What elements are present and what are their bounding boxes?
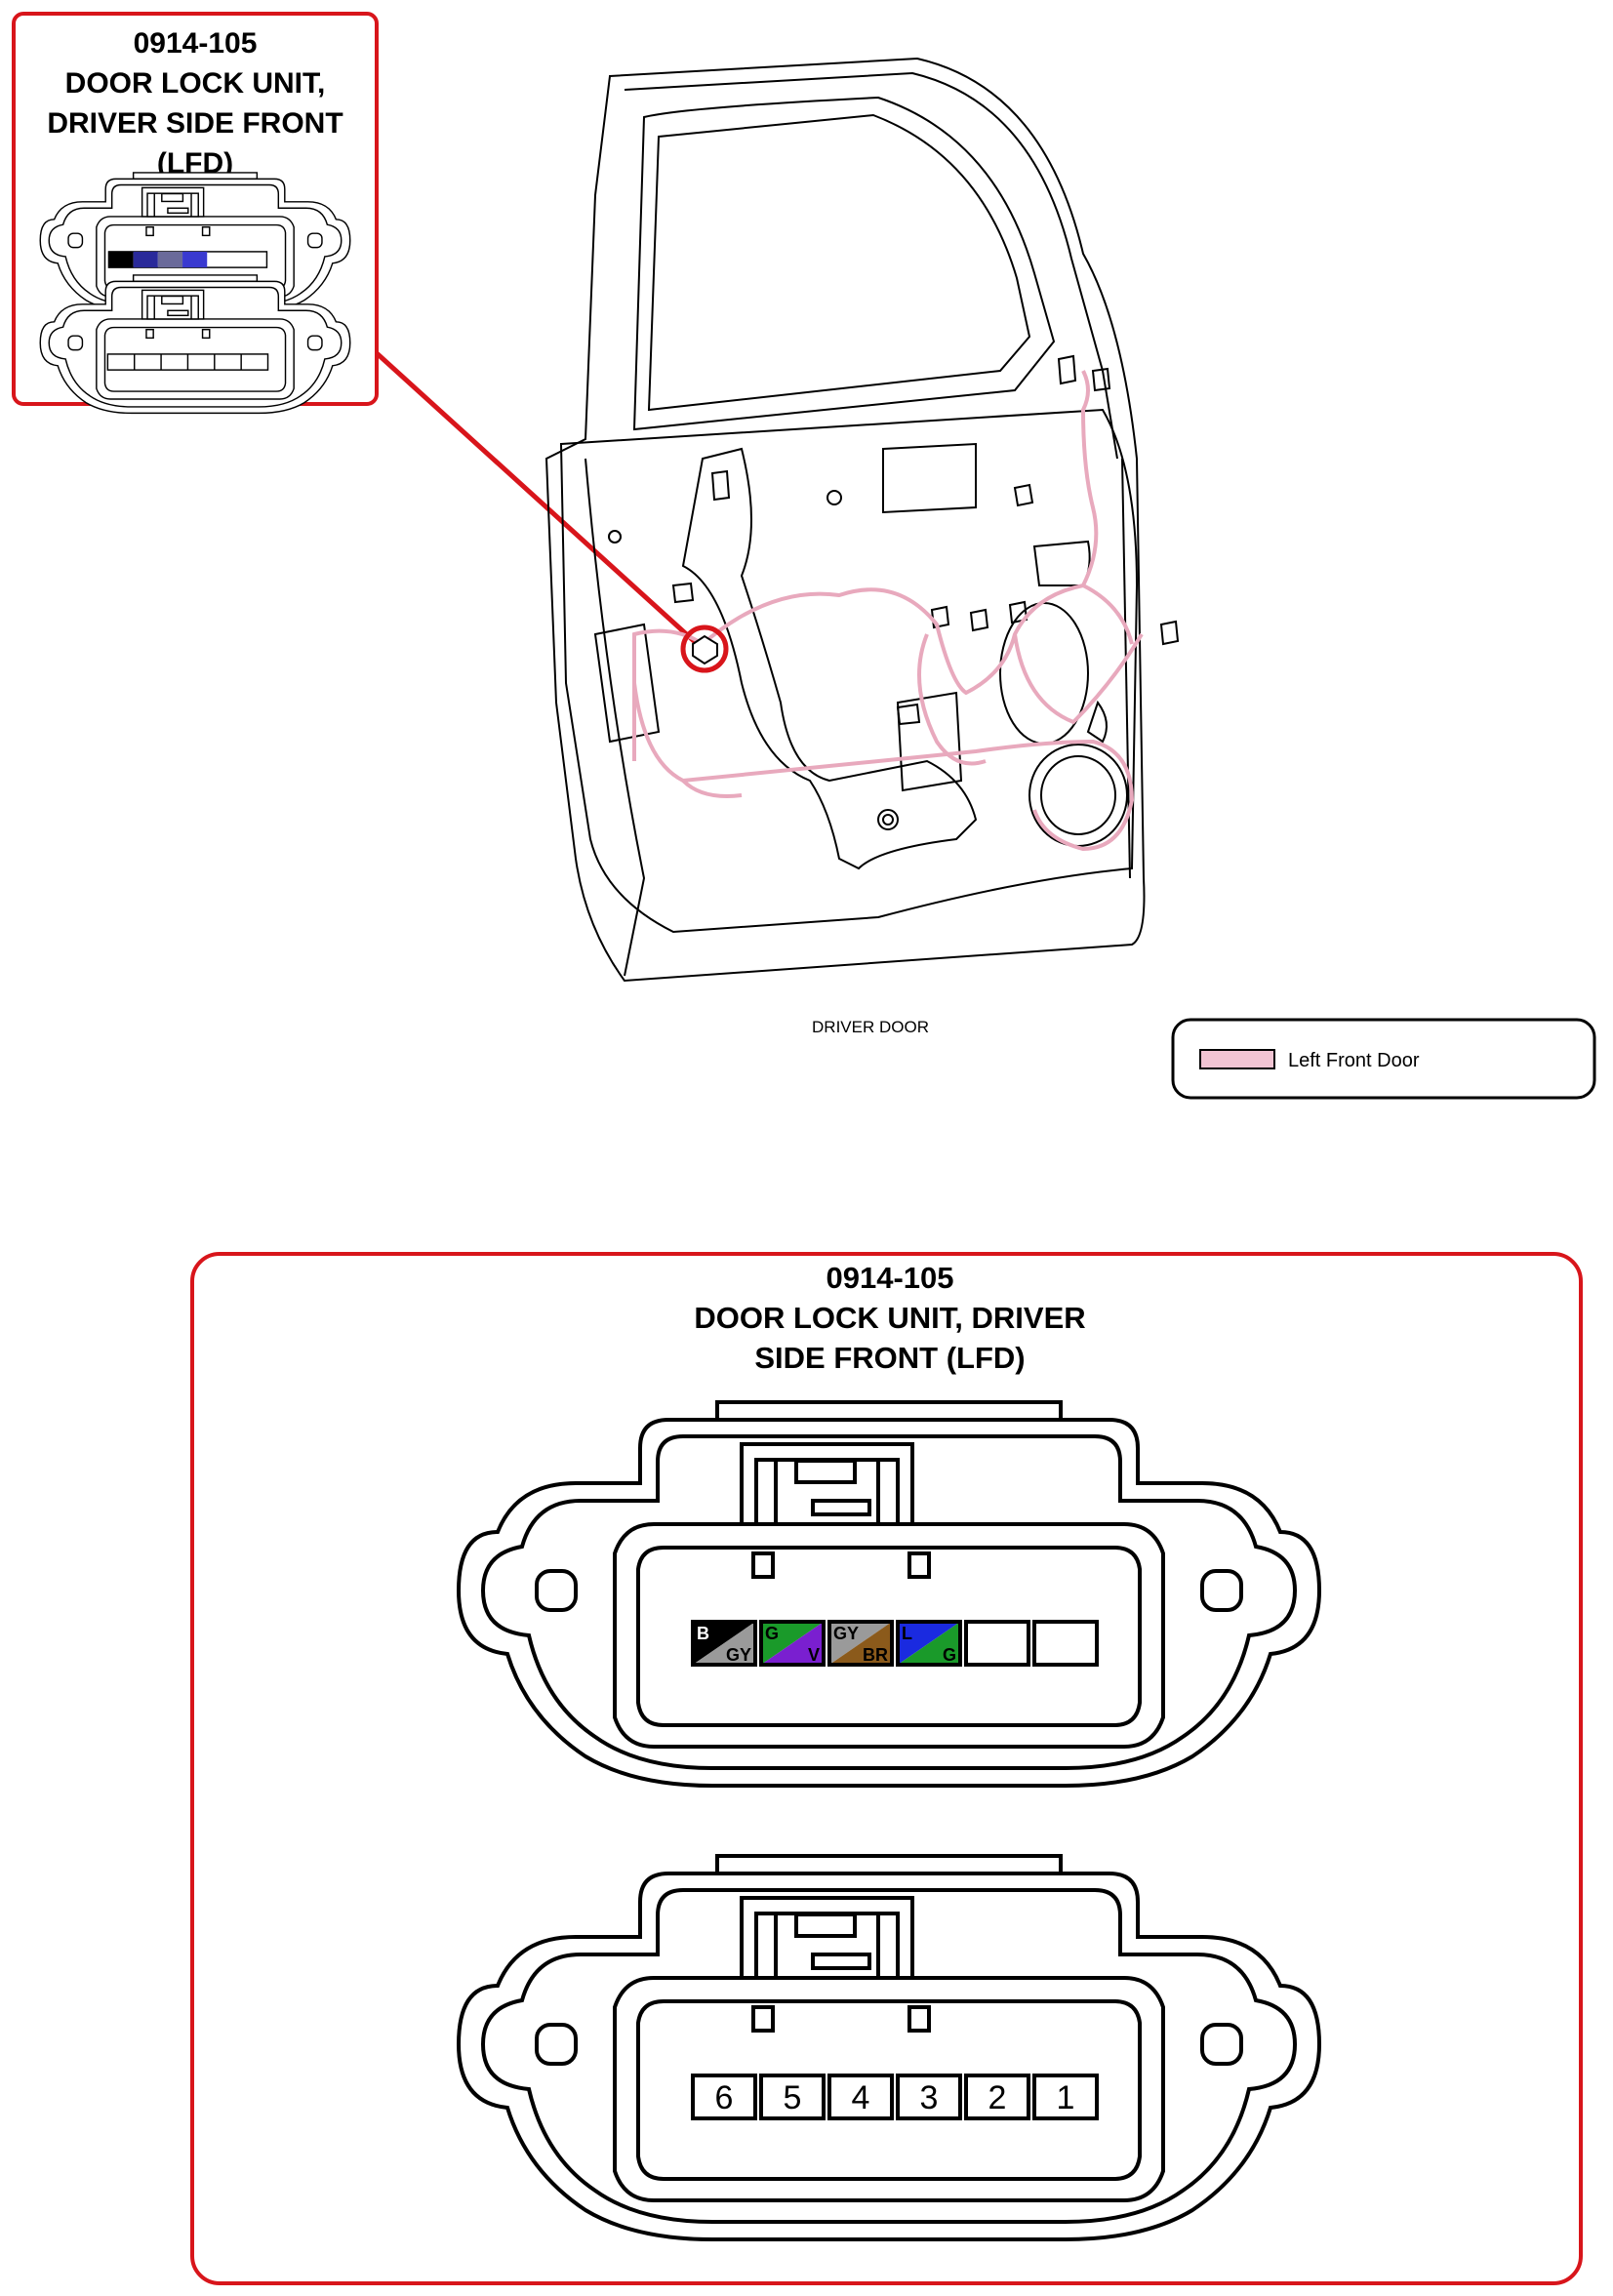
inset-connector-mating-face <box>39 172 351 312</box>
detail-title-line1: DOOR LOCK UNIT, DRIVER <box>694 1301 1085 1335</box>
pin-outline <box>1032 2074 1099 2120</box>
door-caption: DRIVER DOOR <box>812 1018 929 1036</box>
wire-code-top: GY <box>833 1624 859 1643</box>
cavity-outline <box>827 1620 894 1667</box>
inset-title-line2: DRIVER SIDE FRONT <box>47 107 343 140</box>
detail-panel: 0914-105 DOOR LOCK UNIT, DRIVER SIDE FRO… <box>190 1252 1583 2285</box>
wire-code-bottom: GY <box>726 1645 751 1665</box>
wire-code-bottom: V <box>808 1645 820 1665</box>
pin-number: 6 <box>715 2079 734 2116</box>
wire-code-bottom: BR <box>863 1645 888 1665</box>
pin-number: 3 <box>920 2079 939 2116</box>
inset-wire-strip <box>107 251 268 268</box>
inset-title-line1: DOOR LOCK UNIT, <box>65 67 326 100</box>
pin-cavity: 4 <box>827 2074 894 2120</box>
pin-cavity: 6 <box>691 2074 757 2120</box>
wire-cavity: B GY <box>691 1620 757 1667</box>
pin-number-row: 6 5 4 3 2 1 <box>691 2074 1099 2120</box>
cavity-outline <box>691 1620 757 1667</box>
pin-cavity: 3 <box>896 2074 962 2120</box>
pin-outline <box>759 2074 826 2120</box>
wire-cavity <box>964 1620 1030 1667</box>
wire-color-bottom <box>761 1622 824 1665</box>
pin-number: 2 <box>988 2079 1007 2116</box>
wire-code-bottom: G <box>943 1645 956 1665</box>
legend-swatch <box>1199 1049 1275 1069</box>
pin-cavity: 5 <box>759 2074 826 2120</box>
pin-cavity: 1 <box>1032 2074 1099 2120</box>
cavity-outline <box>964 1620 1030 1667</box>
pin-outline <box>691 2074 757 2120</box>
cavity-outline <box>896 1620 962 1667</box>
pin-outline <box>896 2074 962 2120</box>
cavity-outline <box>1032 1620 1099 1667</box>
pin-number: 4 <box>852 2079 870 2116</box>
detail-code: 0914-105 <box>826 1261 953 1295</box>
wire-cavity: GV <box>759 1620 826 1667</box>
detail-title-line2: SIDE FRONT (LFD) <box>754 1341 1025 1375</box>
wire-color-bottom <box>829 1622 892 1665</box>
wire-code-top: G <box>765 1624 779 1643</box>
wire-code-top: B <box>697 1624 709 1643</box>
inset-code: 0914-105 <box>134 27 258 60</box>
door-lock-connector-highlight[interactable] <box>680 624 729 673</box>
door-wiring-harness <box>632 370 1144 852</box>
pin-number: 5 <box>784 2079 802 2116</box>
pin-outline <box>827 2074 894 2120</box>
wire-color-bottom <box>898 1622 960 1665</box>
wire-code-top: L <box>902 1624 912 1643</box>
wire-cavity: LG <box>896 1620 962 1667</box>
callout-leader-line <box>375 351 705 651</box>
inset-connector-pin-face <box>39 274 351 415</box>
pin-cavity: 2 <box>964 2074 1030 2120</box>
wire-cavity <box>1032 1620 1099 1667</box>
legend: Left Front Door <box>1171 1018 1596 1100</box>
driver-door-illustration <box>544 57 1180 983</box>
pin-number: 1 <box>1057 2079 1075 2116</box>
wire-color-bottom <box>693 1622 755 1665</box>
inset-callout: 0914-105 DOOR LOCK UNIT, DRIVER SIDE FRO… <box>12 12 379 415</box>
connector-pin-view: 6 5 4 3 2 1 <box>457 1854 1321 2241</box>
cavity-outline <box>759 1620 826 1667</box>
legend-label: Left Front Door <box>1288 1050 1420 1071</box>
pin-outline <box>964 2074 1030 2120</box>
inset-pin-row <box>106 353 269 371</box>
